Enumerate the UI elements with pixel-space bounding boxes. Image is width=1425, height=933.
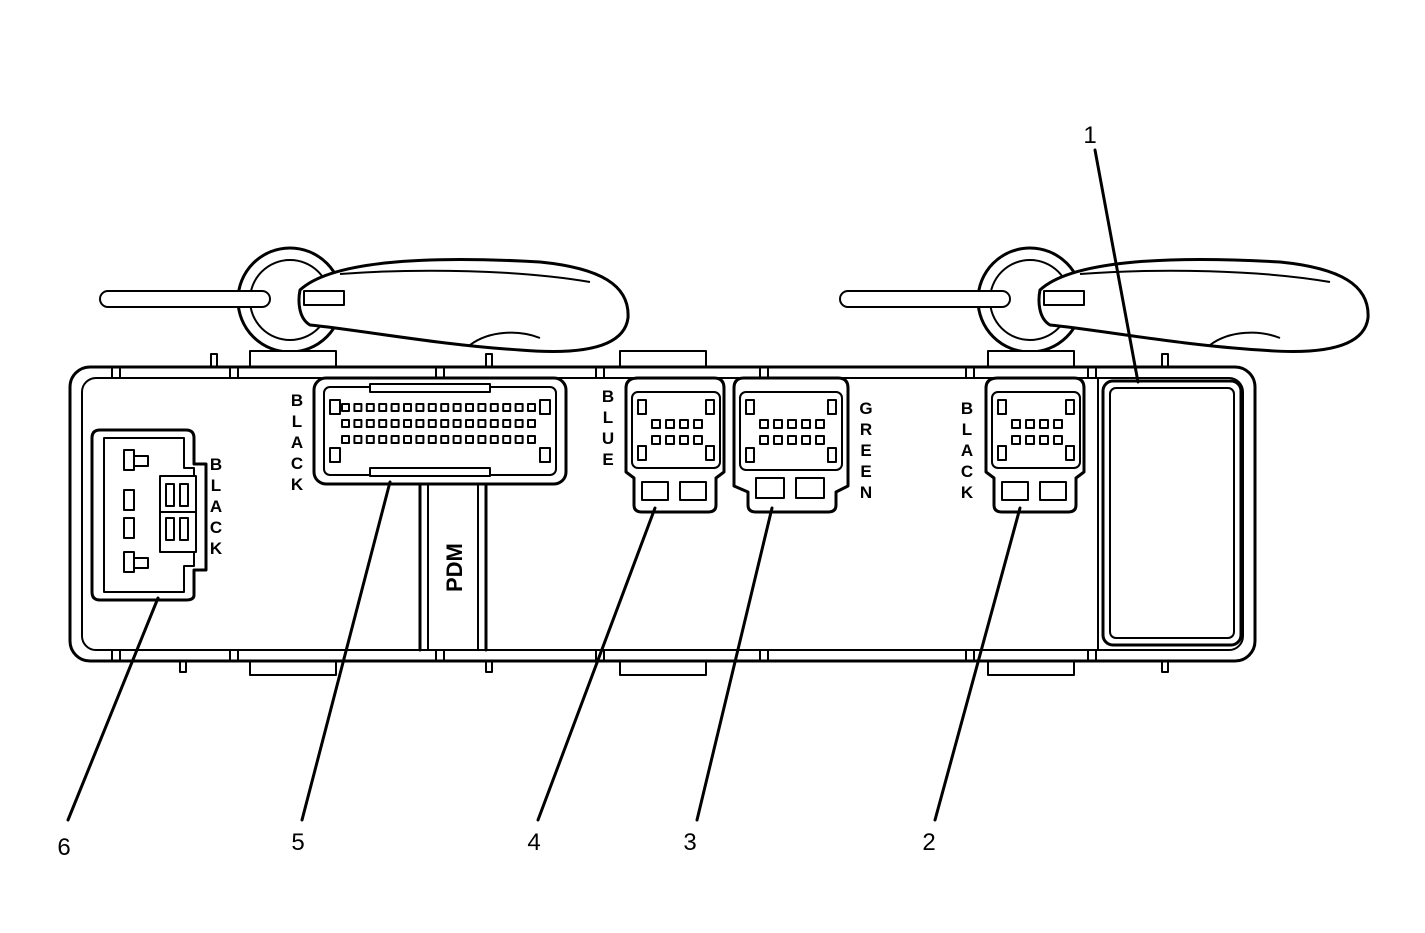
connector-2: [984, 376, 1086, 514]
terminal-cavity: [403, 403, 412, 412]
terminal-cavity: [815, 419, 825, 429]
callout-6: 6: [57, 834, 70, 861]
terminal-cavity: [415, 435, 425, 444]
terminal-cavity: [787, 419, 797, 429]
terminal-cavity: [651, 419, 661, 429]
terminal-cavity: [489, 435, 499, 444]
terminal-cavity: [378, 403, 388, 412]
terminal-cavity: [801, 419, 811, 429]
terminal-cavity: [1053, 419, 1063, 429]
terminal-cavity: [693, 435, 703, 445]
terminal-cavity: [465, 419, 474, 428]
terminal-cavity: [477, 403, 487, 412]
terminal-cavity: [365, 403, 375, 412]
terminal-cavity: [773, 419, 783, 429]
terminal-cavity: [514, 435, 524, 444]
callout-3: 3: [683, 829, 696, 856]
terminal-cavity: [378, 435, 388, 444]
leader-lines: [66, 148, 1140, 822]
terminal-cavity: [1053, 435, 1063, 445]
terminal-cavity: [502, 403, 512, 412]
terminal-cavity: [1011, 435, 1021, 445]
right-fastener: [839, 246, 1370, 354]
terminal-cavity: [665, 419, 675, 429]
terminal-cavity: [452, 435, 462, 444]
terminal-cavity: [403, 419, 412, 428]
terminal-cavity: [465, 403, 474, 412]
terminal-cavity: [452, 419, 462, 428]
terminal-cavity: [1039, 419, 1049, 429]
pdm-label-strip: PDM: [418, 480, 488, 652]
callout-1: 1: [1083, 122, 1096, 149]
terminal-cavity: [693, 419, 703, 429]
terminal-cavity: [427, 435, 437, 444]
terminal-cavity: [527, 403, 536, 412]
terminal-cavity: [415, 403, 425, 412]
terminal-cavity: [1025, 419, 1035, 429]
terminal-cavity: [353, 435, 363, 444]
terminal-cavity: [815, 435, 825, 445]
terminal-cavity: [1039, 435, 1049, 445]
terminal-cavity: [440, 435, 450, 444]
terminal-cavity: [514, 403, 524, 412]
terminal-cavity: [440, 419, 450, 428]
terminal-cavity: [353, 403, 363, 412]
terminal-cavity: [489, 403, 499, 412]
terminal-cavity: [679, 419, 689, 429]
pdm-label: PDM: [442, 543, 467, 592]
connector-5: [312, 376, 568, 486]
terminal-cavity: [390, 419, 400, 428]
terminal-cavity: [378, 419, 388, 428]
connector-3: [732, 376, 850, 514]
callout-2: 2: [922, 829, 935, 856]
callout-5: 5: [291, 829, 304, 856]
terminal-cavity: [365, 435, 375, 444]
terminal-cavity: [801, 435, 811, 445]
terminal-cavity: [477, 419, 487, 428]
terminal-cavity: [365, 419, 375, 428]
terminal-cavity: [679, 435, 689, 445]
terminal-cavity: [390, 435, 400, 444]
terminal-cavity: [1025, 435, 1035, 445]
terminal-cavity: [353, 419, 363, 428]
terminal-cavity: [651, 435, 661, 445]
terminal-cavity: [527, 435, 536, 444]
terminal-cavity: [759, 435, 769, 445]
terminal-cavity: [502, 419, 512, 428]
left-fastener: [99, 246, 630, 354]
terminal-cavity: [527, 419, 536, 428]
terminal-cavity: [341, 403, 350, 412]
terminal-cavity: [427, 403, 437, 412]
terminal-cavity: [502, 435, 512, 444]
terminal-cavity: [665, 435, 675, 445]
terminal-cavity: [773, 435, 783, 445]
terminal-cavity: [1011, 419, 1021, 429]
terminal-cavity: [489, 419, 499, 428]
terminal-cavity: [427, 419, 437, 428]
terminal-cavity: [440, 403, 450, 412]
terminal-cavity: [514, 419, 524, 428]
connector-4: [624, 376, 726, 514]
callout-4: 4: [527, 829, 540, 856]
terminal-cavity: [390, 403, 400, 412]
terminal-cavity: [341, 435, 350, 444]
terminal-cavity: [415, 419, 425, 428]
terminal-cavity: [452, 403, 462, 412]
terminal-cavity: [465, 435, 474, 444]
connector-1: [1101, 379, 1243, 647]
terminal-cavity: [477, 435, 487, 444]
terminal-cavity: [759, 419, 769, 429]
connector-6: [90, 428, 208, 602]
mounting-tabs: [179, 350, 1169, 676]
terminal-cavity: [403, 435, 412, 444]
terminal-cavity: [341, 419, 350, 428]
terminal-cavity: [787, 435, 797, 445]
